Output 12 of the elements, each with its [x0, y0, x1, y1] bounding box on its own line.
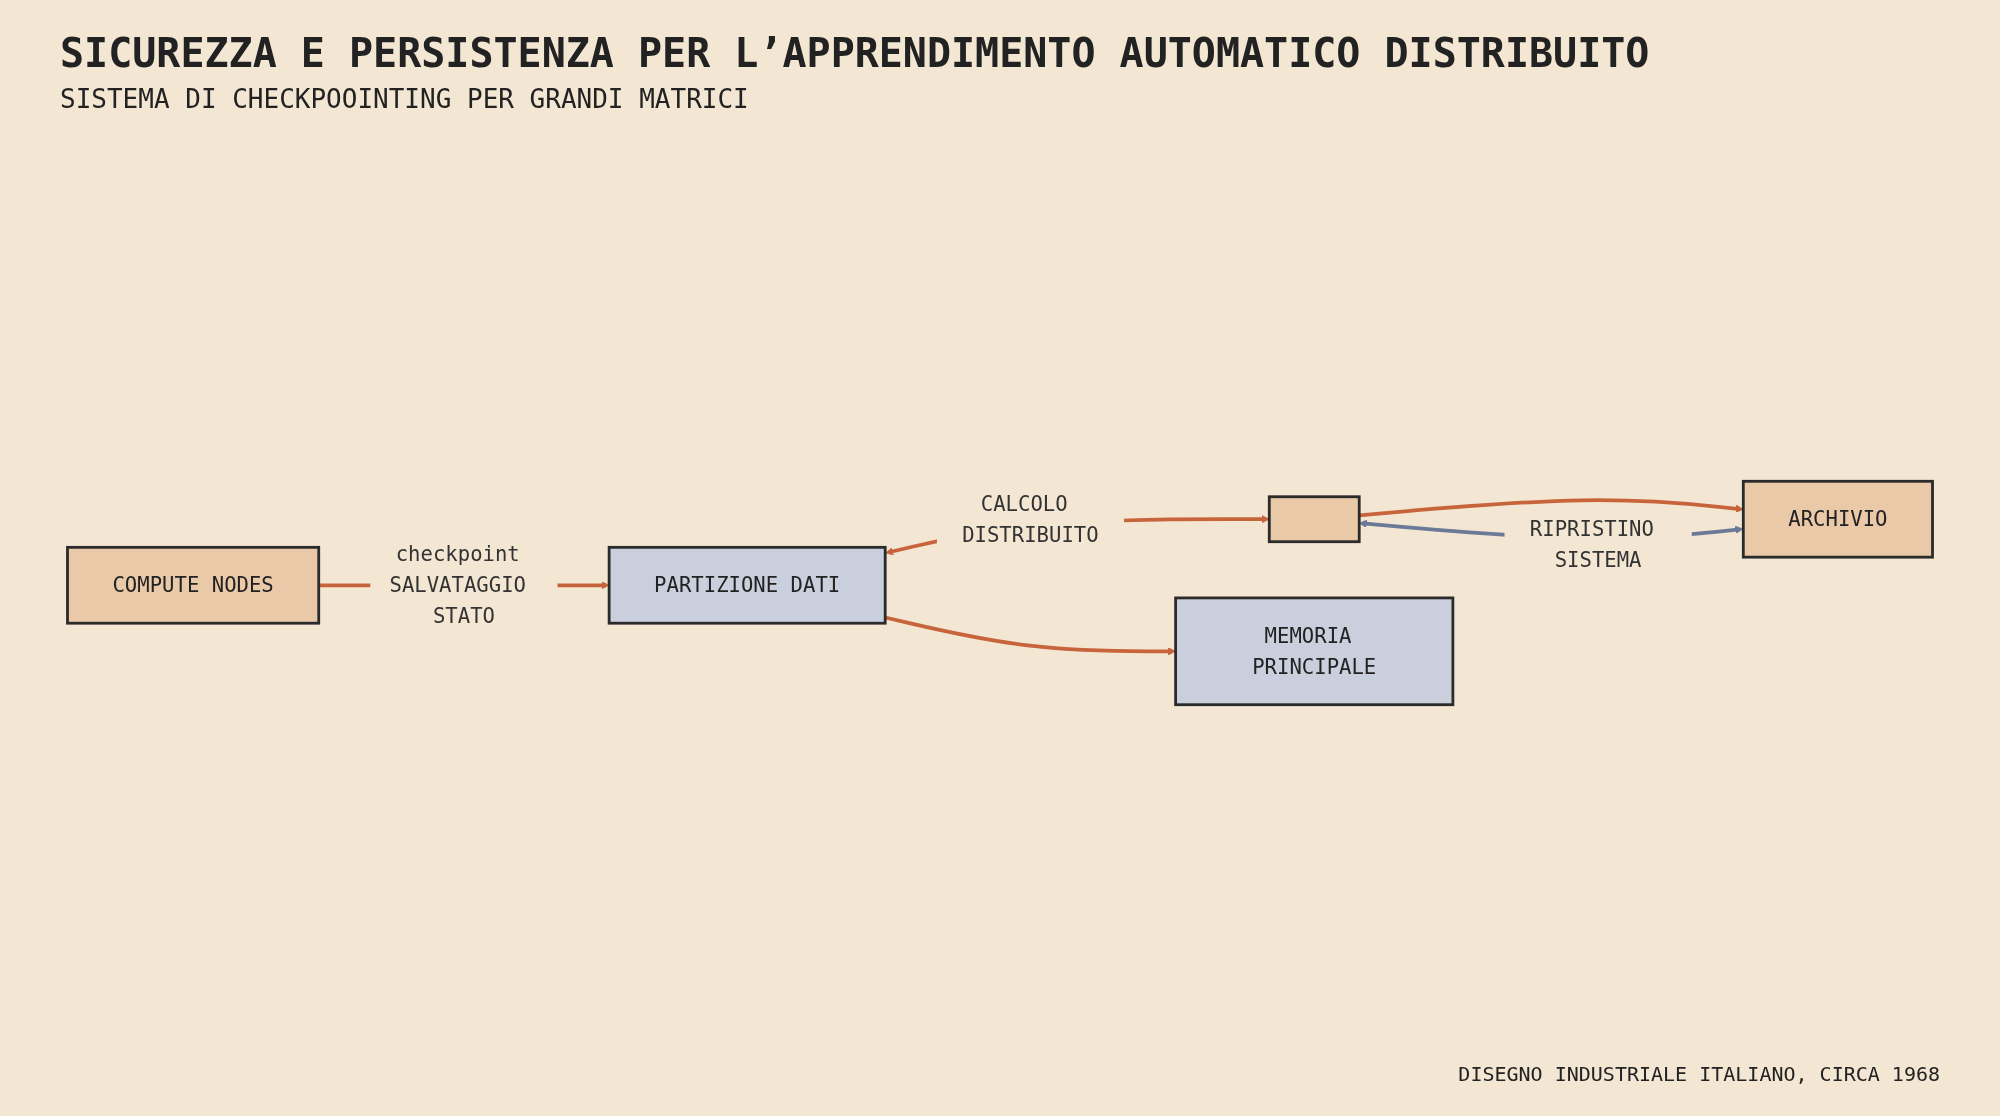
edge-label: RIPRISTINO SISTEMA — [1529, 516, 1654, 572]
title: SICUREZZA E PERSISTENZA PER L’APPRENDIMENTO AUTOMATICO DISTRIBUITO — [60, 30, 1651, 76]
node-box — [1267, 495, 1361, 544]
node-box: PARTIZIONE DATI — [607, 545, 887, 625]
edge-label: checkpoint SALVATAGGIO STATO — [389, 542, 526, 628]
node-box: MEMORIA PRINCIPALE — [1174, 596, 1455, 707]
subtitle: SISTEMA DI CHECKPOOINTING PER GRANDI MATRICI — [60, 84, 750, 114]
edge-label: CALCOLO DISTRIBUITO — [962, 492, 1099, 547]
node-box: ARCHIVIO — [1741, 479, 1934, 559]
node-box: COMPUTE NODES — [66, 545, 321, 625]
arrow — [1359, 498, 1744, 518]
caption: DISEGNO INDUSTRIALE ITALIANO, CIRCA 1968 — [1457, 1062, 1940, 1086]
